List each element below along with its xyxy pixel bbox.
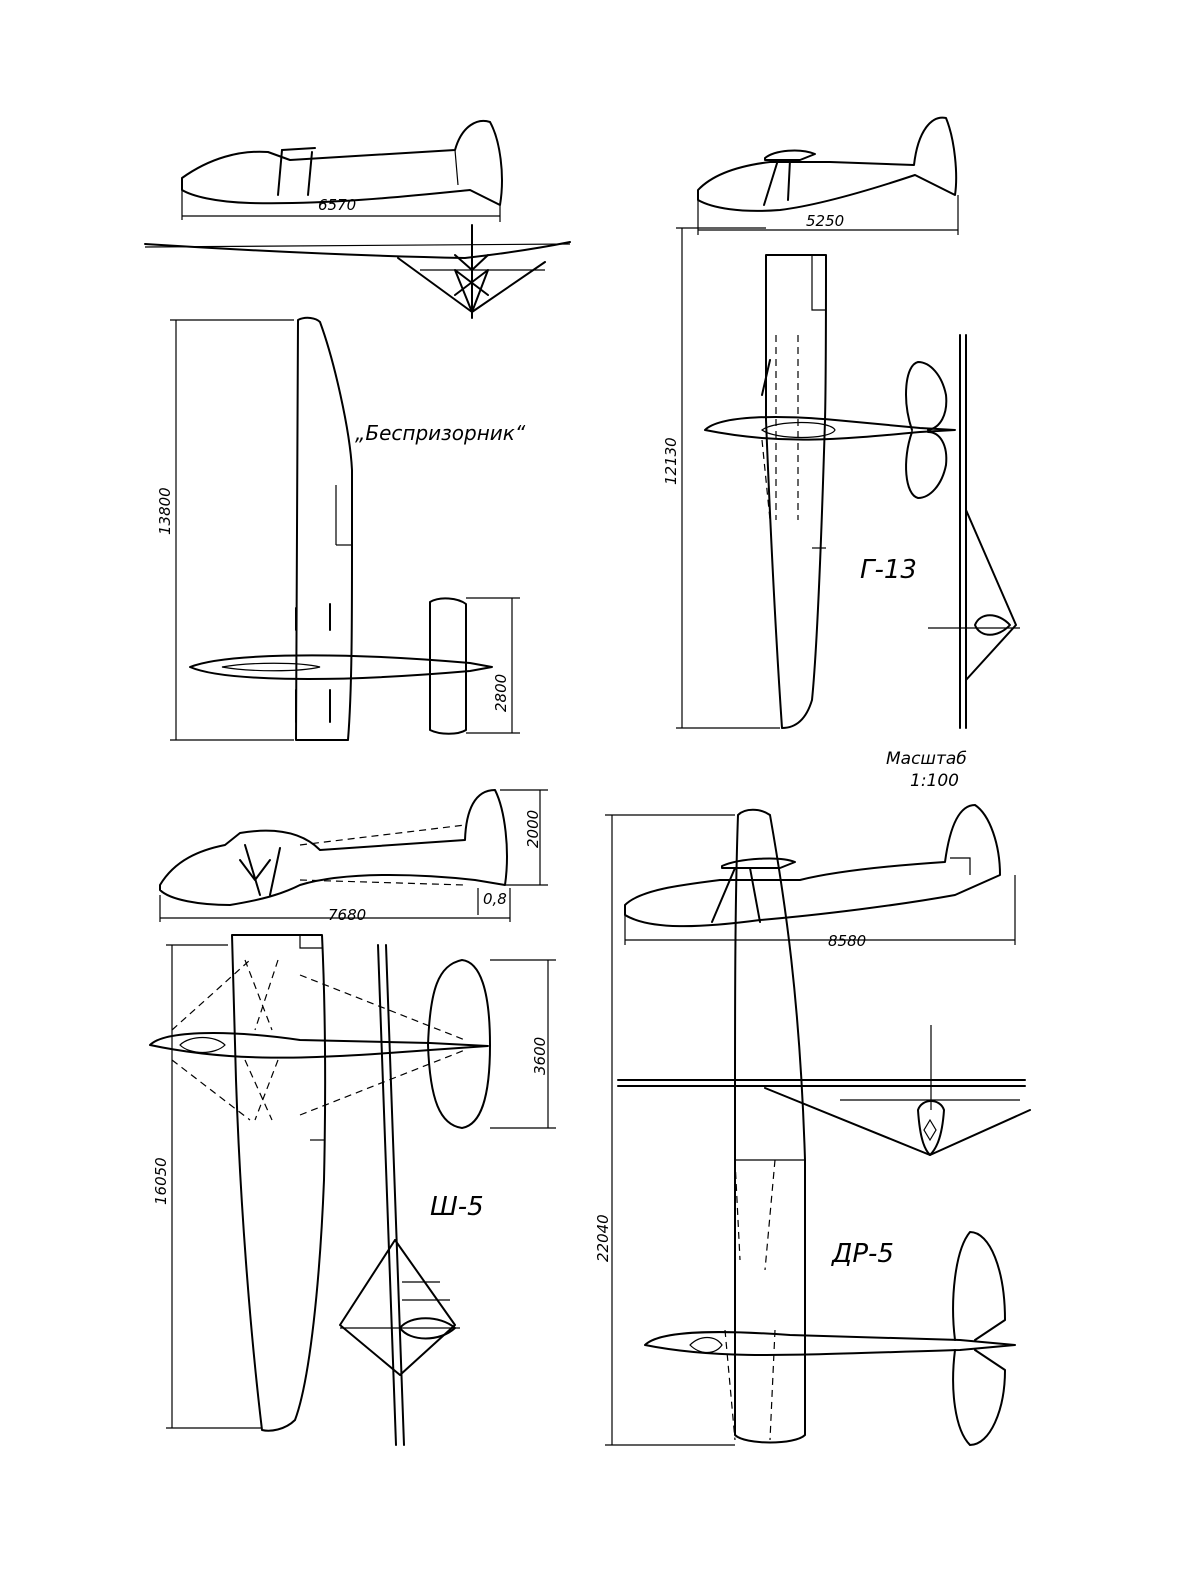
glider-1-span: 13800 [156,487,174,535]
glider-4-length: 8580 [828,932,866,950]
glider-4-front-view [617,1025,1031,1156]
glider-2-span: 12130 [662,437,680,485]
glider-4-drawing: 8580 22040 ДР-5 [594,804,1031,1446]
glider-1-tail-span: 2800 [492,674,510,712]
glider-3-tail-span: 3600 [531,1037,549,1075]
glider-2-side-view [697,116,959,235]
glider-3-front-view [339,944,460,1446]
glider-1-length: 6570 [318,196,356,214]
glider-1-front-view [144,224,571,319]
glider-3-drawing: 7680 2000 0,8 16050 3600 [149,789,556,1446]
glider-3-tail-height: 2000 [524,810,542,848]
scale-label: Масштаб [886,749,967,769]
glider-4-side-view [624,804,1016,945]
glider-1-drawing: 6570 13800 2800 „Беспри [144,120,571,741]
glider-3-tail-offset: 0,8 [483,890,507,908]
glider-2-front-view [928,334,1020,729]
glider-3-span: 16050 [152,1157,170,1205]
glider-3-name: Ш-5 [430,1192,484,1222]
glider-1-name: „Беспризорник“ [355,421,526,445]
glider-3-length: 7680 [328,906,366,924]
glider-4-name: ДР-5 [831,1239,894,1269]
scale-note: Масштаб 1:100 [886,749,967,791]
glider-4-span: 22040 [594,1214,612,1262]
glider-2-length: 5250 [806,212,844,230]
glider-2-name: Г-13 [860,555,917,585]
scale-value: 1:100 [910,771,959,791]
glider-3-top-view [149,934,556,1432]
glider-3-side-view [159,789,548,922]
glider-2-drawing: 5250 12130 Г-13 [662,116,1020,729]
glider-1-top-view [170,316,520,741]
glider-4-top-view [605,808,1016,1446]
glider-1-side-view [181,120,503,222]
glider-2-top-view [676,227,956,729]
